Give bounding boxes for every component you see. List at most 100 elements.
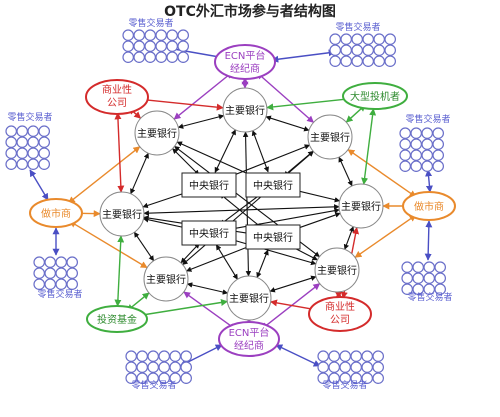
retail-trader-dot [434,261,446,273]
retail-trader-dot [133,29,145,41]
retail-trader-dot [401,272,413,284]
central-bank-4-label: 中央银行 [253,231,293,244]
arrow-mt-mur [265,115,310,132]
retail-trader-dot [410,149,422,161]
retail-trader-dot [16,125,28,137]
arrow-mr-c3 [222,207,340,233]
central-bank-1: 中央银行 [181,172,237,198]
retail-trader-dot [373,55,385,67]
retail-trader-dot [144,29,156,41]
retail-trader-dot [339,361,351,373]
major-bank-upper-right-label: 主要银行 [310,131,350,144]
market-maker-left-label: 做市商 [41,207,71,220]
market-maker-left: 做市商 [29,198,83,228]
major-bank-lower-right-label: 主要银行 [317,264,357,277]
retail-trader-dot [27,158,39,170]
arrow-fl-mul [67,146,141,204]
retail-trader-dot [401,261,413,273]
ecn-broker-top-line2: 经纪商 [230,62,260,75]
retail-trader-dot [399,127,411,139]
retail-trader-dot [351,55,363,67]
retail-arrow-8 [275,344,321,367]
arrow-mt-mb [242,131,252,277]
major-bank-lower-left-label: 主要银行 [146,273,186,286]
major-bank-left-label: 主要银行 [102,208,142,221]
retail-trader-dot [180,361,192,373]
retail-trader-dot [44,256,56,268]
retail-arrow-3 [29,169,49,201]
arrow-ml-mr [143,204,340,216]
arrow-mr-mlr [343,226,355,250]
retail-trader-dot [169,350,181,362]
retail-trader-dot [38,125,50,137]
retail-trader-dot [372,350,384,362]
retail-trader-dot [55,278,67,290]
major-bank-upper-left-label: 主要银行 [137,127,177,140]
market-maker-right: 做市商 [402,191,456,221]
connection-arrows [29,45,433,367]
retail-trader-dot [33,278,45,290]
retail-trader-dot [399,160,411,172]
retail-trader-dot [44,267,56,279]
retail-trader-dot [38,147,50,159]
retail-trader-dot [373,44,385,56]
retail-trader-dot [125,350,137,362]
commercial-company-bottom: 商业性 公司 [308,296,372,332]
arrow-ct-ml [114,112,125,193]
retail-trader-dot [136,372,148,384]
retail-trader-dot [155,29,167,41]
retail-trader-dot [66,256,78,268]
major-bank-left: 主要银行 [99,191,145,237]
retail-trader-dot [147,361,159,373]
retail-trader-dot [399,149,411,161]
retail-trader-dot [412,272,424,284]
retail-trader-dot [328,361,340,373]
retail-trader-dot [136,361,148,373]
retail-trader-dot [372,372,384,384]
retail-trader-dot [122,29,134,41]
retail-trader-dot [169,372,181,384]
retail-label-bottom-right: 零售交易者 [322,379,367,391]
retail-cluster-6 [401,261,446,295]
retail-label-left-upper: 零售交易者 [7,111,52,123]
arrow-ml-mll [133,231,155,262]
retail-trader-dot [180,372,192,384]
retail-cluster-4 [399,127,444,172]
retail-trader-dot [328,350,340,362]
retail-trader-dot [423,272,435,284]
ecn-broker-bottom: ECN平台 经纪商 [218,321,280,357]
major-bank-upper-left: 主要银行 [134,110,180,156]
major-bank-bottom: 主要银行 [226,275,272,321]
retail-trader-dot [339,350,351,362]
retail-trader-dot [55,256,67,268]
retail-cluster-3 [5,125,50,170]
retail-trader-dot [177,29,189,41]
retail-trader-dot [434,283,446,295]
major-bank-top-label: 主要银行 [225,104,265,117]
retail-arrow-2 [271,49,336,63]
retail-trader-dot [133,51,145,63]
retail-trader-dot [5,125,17,137]
retail-trader-dot [16,158,28,170]
retail-trader-dot [362,44,374,56]
retail-trader-dot [340,33,352,45]
retail-trader-dot [317,361,329,373]
retail-trader-dot [177,51,189,63]
retail-trader-dot [421,160,433,172]
retail-trader-dot [122,40,134,52]
arrow-fr-mlr [354,214,417,258]
retail-trader-dot [410,127,422,139]
retail-trader-dot [362,33,374,45]
major-bank-lower-left: 主要银行 [143,256,189,302]
retail-trader-dot [125,361,137,373]
major-bank-bottom-label: 主要银行 [229,292,269,305]
retail-trader-dot [136,350,148,362]
retail-trader-dot [166,51,178,63]
investment-fund-label: 投资基金 [97,313,137,326]
retail-trader-dot [328,372,340,384]
retail-trader-dot [351,44,363,56]
retail-trader-dot [27,125,39,137]
retail-trader-dot [16,136,28,148]
